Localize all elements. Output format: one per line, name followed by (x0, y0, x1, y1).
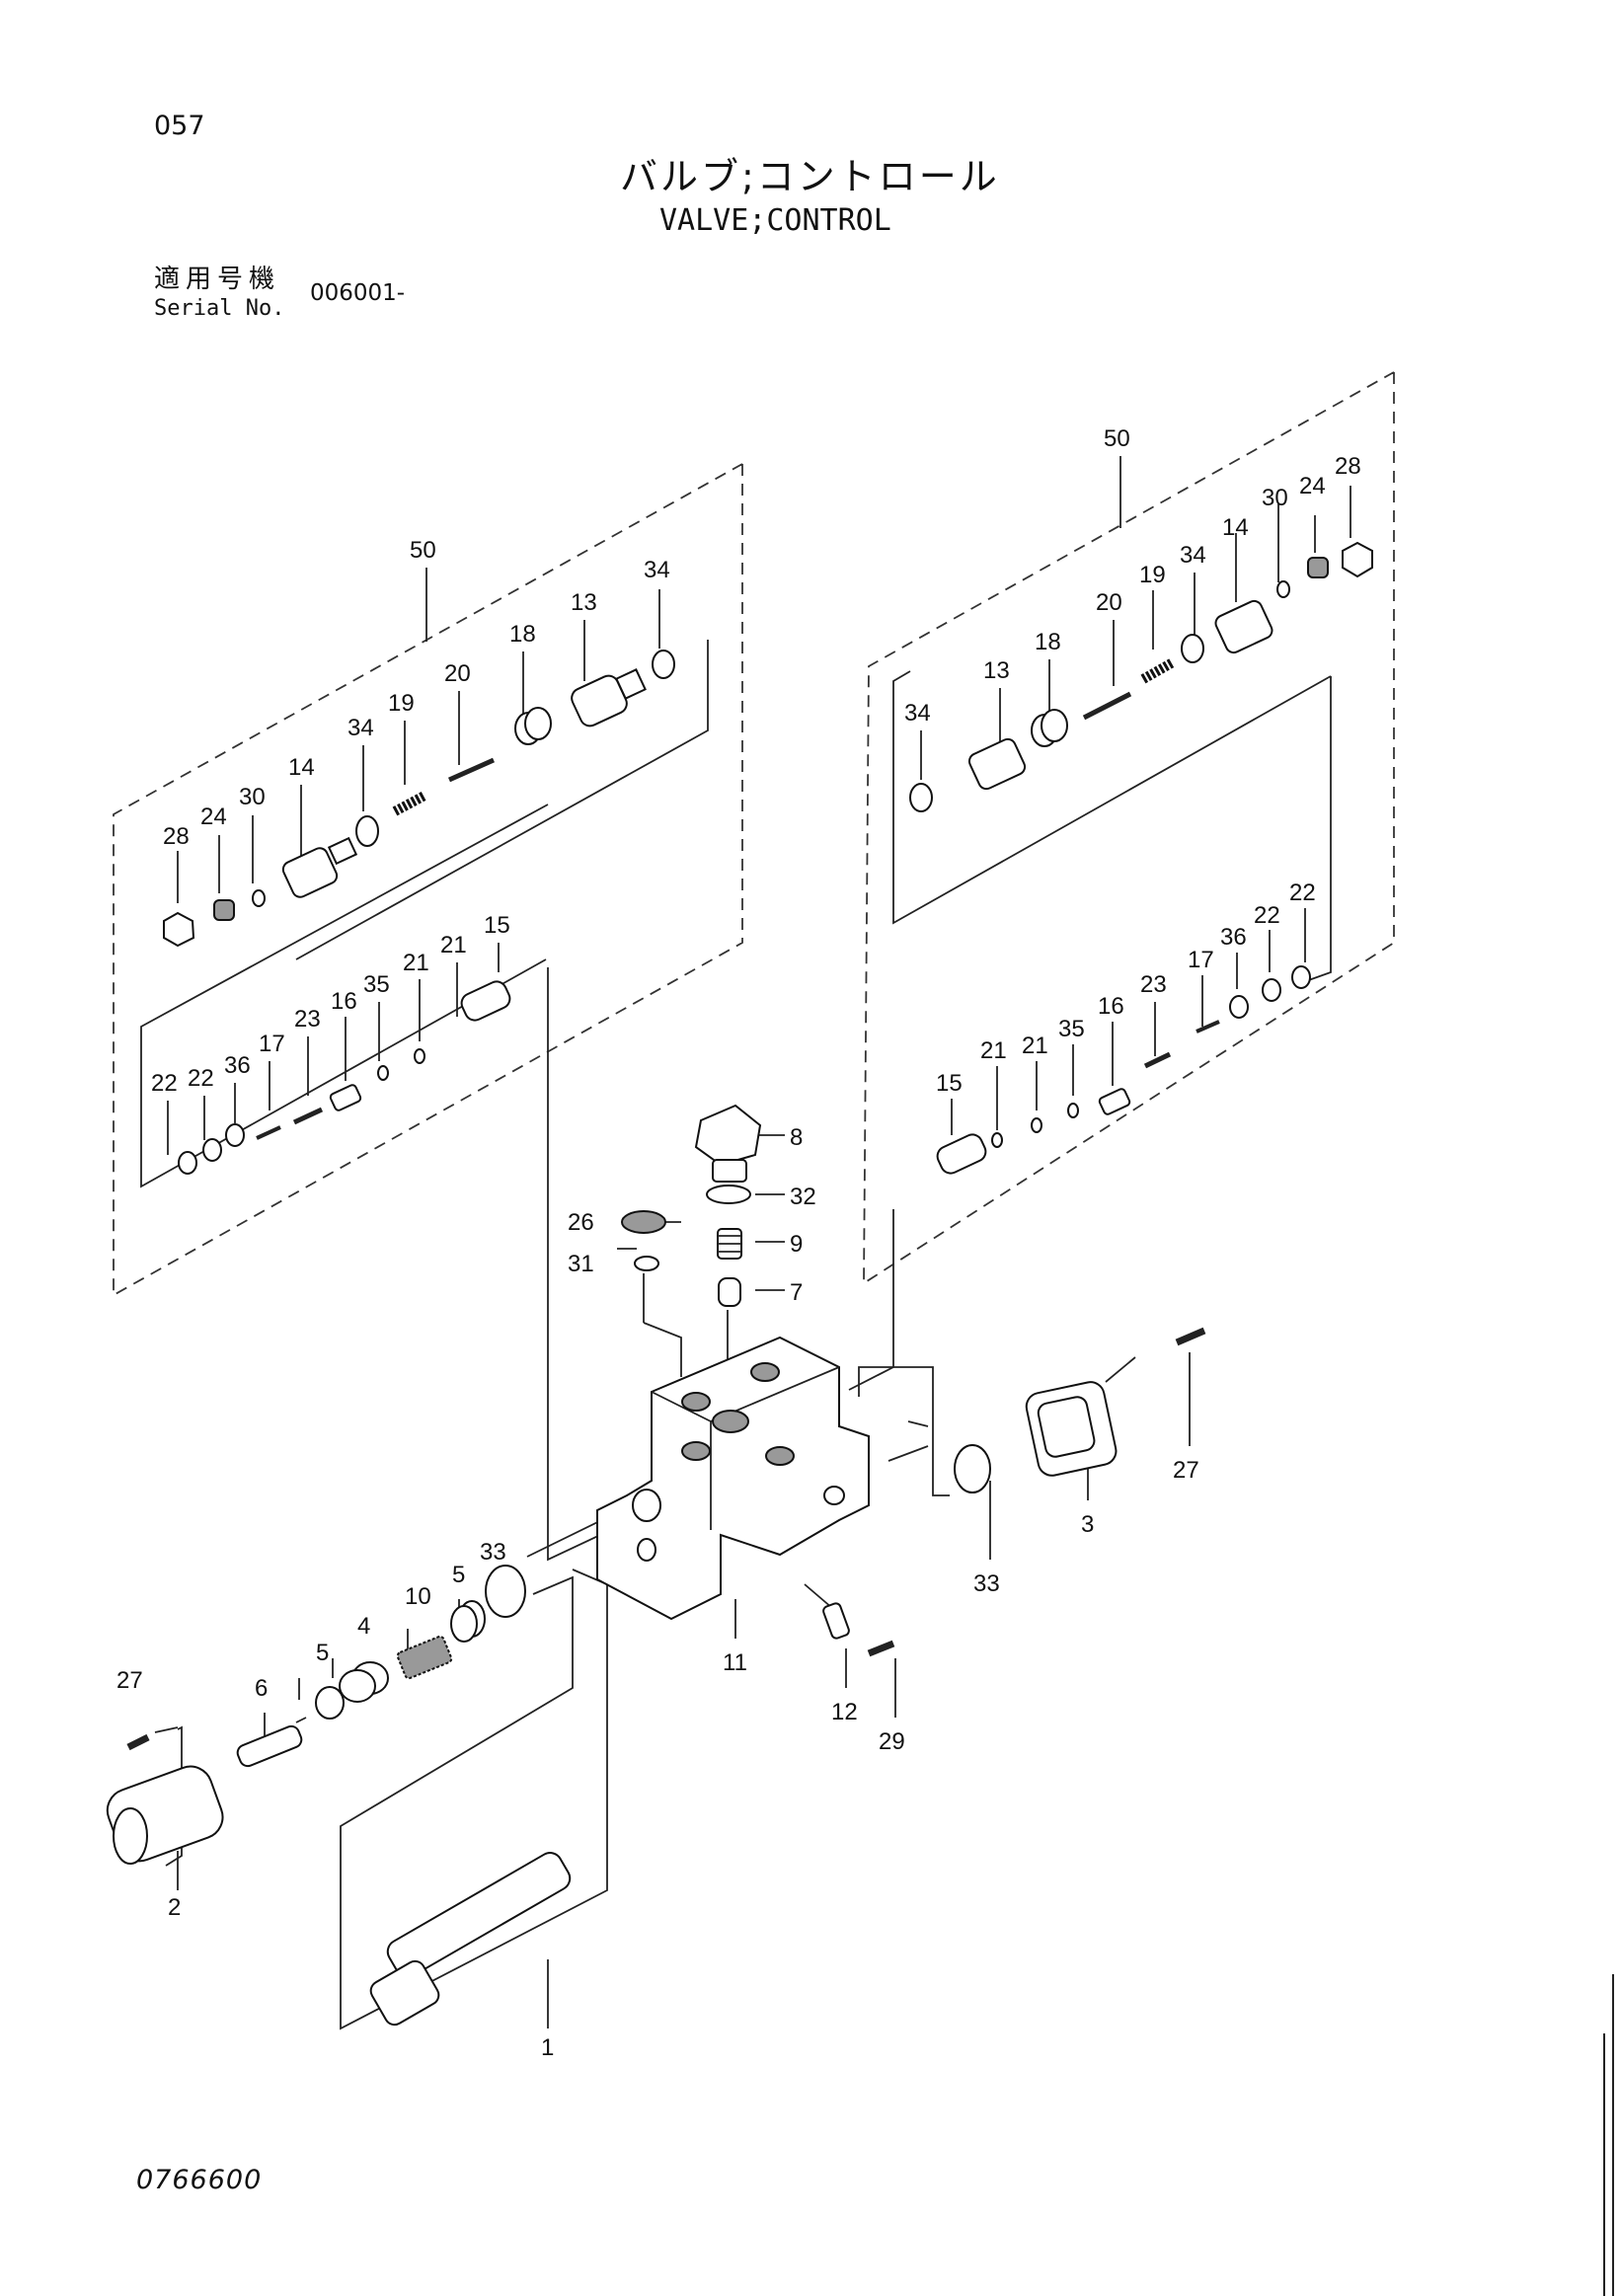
right-kit-parts (909, 541, 1373, 1175)
right-kit-boundary (863, 371, 1395, 1285)
callout-label: 24 (1299, 473, 1326, 499)
callout-label: 20 (1096, 589, 1122, 616)
callout-label: 12 (831, 1699, 858, 1725)
page-edge-marks (1603, 1974, 1614, 2296)
callout-label: 21 (403, 950, 429, 976)
callout-label: 27 (116, 1667, 143, 1694)
callout-label: 17 (1188, 947, 1214, 973)
callout-label: 24 (200, 804, 227, 830)
callout-label: 32 (790, 1184, 816, 1210)
title-english: VALVE;CONTROL (659, 203, 891, 238)
callout-label: 13 (983, 657, 1010, 684)
callout-label: 5 (316, 1640, 329, 1666)
callout-label: 9 (790, 1231, 803, 1258)
callout-label: 33 (973, 1570, 1000, 1597)
callout-label: 21 (1022, 1033, 1048, 1059)
callout-label: 22 (1254, 902, 1280, 929)
serial-label-japanese: 適用号機 (154, 265, 281, 294)
callout-label: 10 (405, 1583, 431, 1610)
callout-label: 5 (452, 1562, 465, 1588)
callout-label: 11 (723, 1649, 747, 1676)
callout-label: 17 (259, 1031, 285, 1057)
callout-label: 22 (1289, 880, 1316, 906)
callout-label: 6 (255, 1675, 268, 1702)
callout-label: 19 (1139, 562, 1166, 588)
callout-label: 8 (790, 1124, 803, 1151)
callout-label: 31 (568, 1251, 594, 1277)
callout-label: 18 (509, 621, 536, 648)
leader-lines (154, 456, 1351, 2030)
callout-label: 19 (388, 690, 415, 717)
callout-label: 16 (331, 988, 357, 1015)
serial-number-value: 006001- (310, 280, 406, 306)
callout-label: 34 (347, 715, 374, 741)
callout-label: 30 (1262, 485, 1288, 511)
left-kit-boundary (113, 463, 743, 1297)
page-number: 057 (154, 111, 205, 141)
callout-label: 30 (239, 784, 266, 810)
callout-label: 34 (644, 557, 670, 583)
callout-label: 15 (936, 1070, 963, 1097)
figure-number: 0766600 (136, 2165, 263, 2195)
callout-label: 18 (1035, 629, 1061, 655)
callout-labels: 50 34 13 18 20 19 34 14 30 24 28 15 21 2… (116, 425, 1361, 2061)
callout-label: 2 (168, 1894, 181, 1921)
callout-label: 23 (1140, 971, 1167, 998)
callout-label: 26 (568, 1209, 594, 1236)
callout-label: 35 (1058, 1016, 1085, 1042)
callout-label: 21 (980, 1037, 1007, 1064)
callout-label: 22 (151, 1070, 178, 1097)
callout-label: 23 (294, 1006, 321, 1033)
callout-label: 36 (224, 1052, 251, 1079)
callout-label: 14 (288, 754, 315, 781)
left-kit-parts (163, 650, 675, 1175)
callout-label: 29 (879, 1728, 905, 1755)
callout-label: 27 (1173, 1457, 1199, 1484)
callout-label: 14 (1222, 514, 1249, 541)
callout-label: 34 (904, 700, 931, 727)
callout-label: 21 (440, 932, 467, 958)
callout-label: 15 (484, 912, 510, 939)
valve-body-parts (106, 1104, 1206, 2027)
callout-label: 50 (410, 537, 436, 564)
callout-label: 16 (1098, 993, 1124, 1020)
callout-label: 36 (1220, 924, 1247, 951)
title-japanese: バルブ;コントロール (620, 155, 1000, 198)
callout-label: 34 (1180, 542, 1206, 569)
callout-label: 1 (541, 2034, 554, 2061)
callout-label: 33 (480, 1539, 506, 1566)
callout-label: 35 (363, 971, 390, 998)
callout-label: 50 (1104, 425, 1130, 452)
callout-label: 28 (163, 823, 190, 850)
callout-label: 22 (188, 1065, 214, 1092)
callout-label: 13 (571, 589, 597, 616)
callout-label: 4 (357, 1613, 370, 1640)
callout-label: 7 (790, 1279, 803, 1306)
callout-label: 28 (1335, 453, 1361, 480)
callout-label: 3 (1081, 1511, 1094, 1538)
serial-label-english: Serial No. (154, 296, 285, 321)
callout-label: 20 (444, 660, 471, 687)
